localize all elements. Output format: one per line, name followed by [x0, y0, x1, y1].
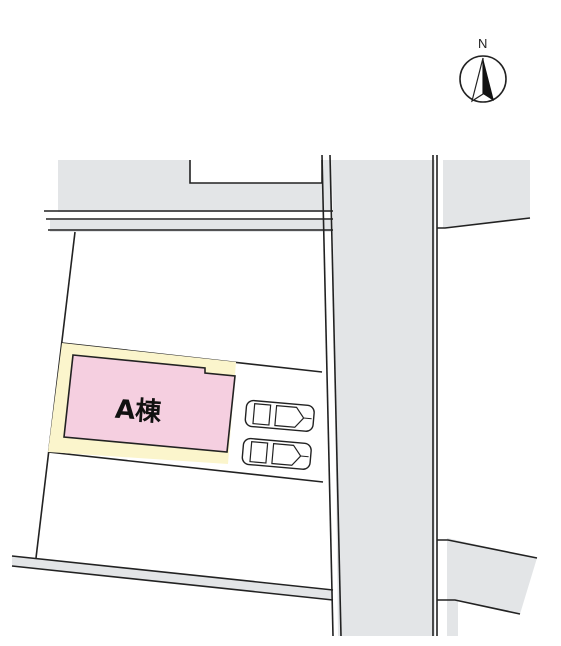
building-a: [63, 354, 236, 453]
car-icon: [241, 437, 312, 470]
east-road: [332, 160, 537, 636]
car-icon: [244, 399, 315, 432]
road-edges: [11, 154, 538, 637]
building-label: A棟: [114, 395, 163, 428]
north-arrow-icon: [459, 55, 507, 103]
compass-north-label: N: [478, 36, 487, 51]
north-road: [50, 160, 332, 232]
south-road: [12, 556, 333, 600]
